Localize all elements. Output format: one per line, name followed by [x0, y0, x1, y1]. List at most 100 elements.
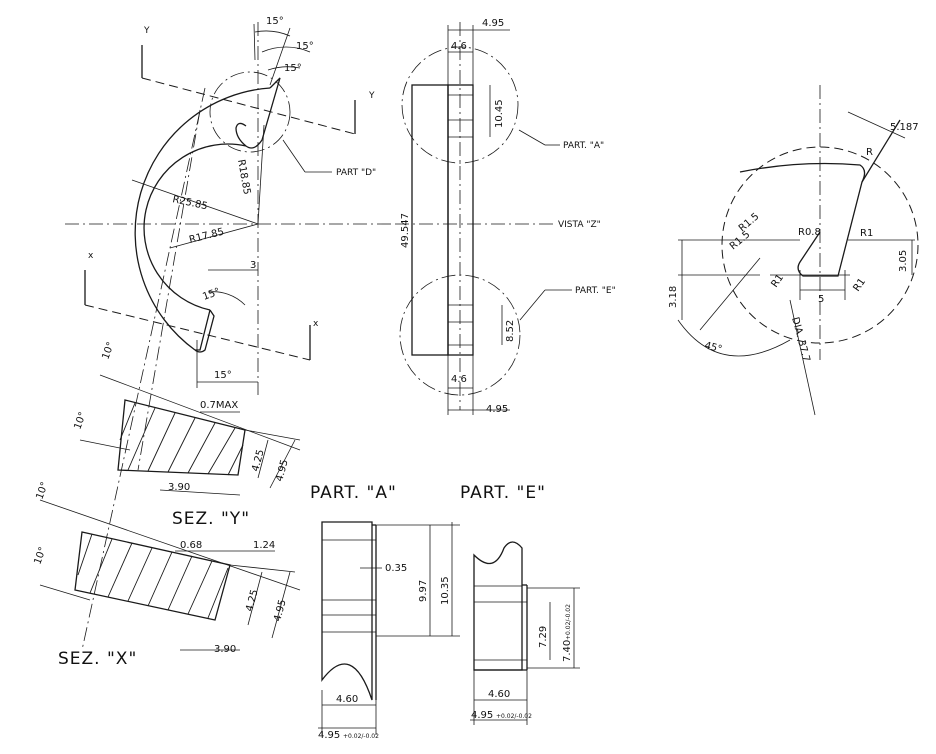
leader-part-e: [519, 289, 546, 321]
detail-d-view: [677, 85, 919, 416]
detail-circle-a: [401, 46, 519, 164]
callout-vista-z: VISTA "Z": [558, 220, 601, 230]
section-y-ray-1: [99, 374, 301, 451]
dim-x10-a: 10°: [34, 481, 50, 501]
dim-pa1035: 10.35: [440, 576, 451, 605]
bottom-end-cap: [194, 309, 215, 353]
part-a-detail: [318, 521, 460, 735]
section-x-ray-2: [39, 584, 91, 601]
arc-angle-c: [267, 66, 301, 71]
dim-r-top: R: [866, 147, 873, 158]
top-notch: [235, 122, 247, 147]
front-view: [65, 22, 395, 651]
section-line-y: [141, 77, 356, 135]
section-y-ray-2: [79, 439, 131, 451]
dim-y425: 4.25: [250, 448, 266, 472]
radius-line-r1785: [169, 223, 259, 249]
top-end: [245, 77, 281, 149]
dim-y07max: 0.7MAX: [200, 400, 238, 411]
leader-part-d: [282, 139, 306, 173]
section-y-outline: [117, 399, 246, 476]
title-sez-y: SEZ. "Y": [172, 509, 250, 529]
dim-r15-b: R1.5: [728, 229, 753, 252]
arc-angle-b: [261, 46, 311, 53]
dim-line-y425: [257, 439, 269, 479]
leader-part-a: [518, 129, 546, 146]
section-y-label-right: Y: [368, 91, 375, 101]
dim-3: 3: [250, 260, 256, 271]
arc-angle-45: [677, 319, 791, 357]
dim-852: 8.52: [505, 320, 516, 342]
radius-line-r1885: [257, 124, 265, 225]
dim-46-top: 4.6: [451, 41, 467, 52]
dim-x390: 3.90: [214, 644, 236, 655]
dim-angle-15-c: 15°: [284, 63, 302, 74]
projection-line-2: [137, 109, 201, 471]
dim-r1885: R18.85: [235, 159, 252, 196]
dim-pe495: 4.95: [471, 710, 493, 721]
dim-pa495: 4.95: [318, 730, 340, 741]
callout-part-a: PART. "A": [563, 141, 604, 151]
dim-y495: 4.95: [274, 458, 290, 482]
dim-lines-top-angles: [253, 23, 291, 86]
dim-angle-15-b: 15°: [296, 41, 314, 52]
side-body: [411, 84, 449, 356]
section-line-x: [84, 304, 311, 361]
dim-1045: 10.45: [494, 99, 505, 128]
arc-angle-d: [207, 291, 246, 306]
dim-pe460: 4.60: [488, 689, 510, 700]
section-y-ext: [244, 429, 301, 441]
dim-r2585: R25.85: [171, 194, 208, 212]
dim-pe729: 7.29: [538, 626, 549, 648]
callout-part-e: PART. "E": [575, 286, 616, 296]
dim-45: 45°: [703, 340, 723, 355]
dim-x124: 1.24: [253, 540, 275, 551]
section-y-label-left: Y: [143, 26, 150, 36]
dim-y10-a: 10°: [100, 341, 116, 361]
title-sez-x: SEZ. "X": [58, 649, 137, 669]
dim-5: 5: [818, 294, 824, 305]
dim-5187: 5.187: [890, 122, 919, 133]
detail-circle-e: [399, 274, 521, 396]
dim-318: 3.18: [668, 286, 679, 308]
dim-pe-tol: +0.02/-0.02: [496, 713, 532, 720]
arc-angle-a: [254, 30, 291, 37]
radius-line-r2585: [131, 179, 259, 225]
detail-circle-d: [209, 71, 291, 153]
side-view: [395, 22, 572, 415]
side-right-strip: [447, 84, 474, 356]
title-part-a: PART. "A": [310, 483, 397, 503]
dim-angle-15-e: 15°: [214, 370, 232, 381]
dim-angle-15-a: 15°: [266, 16, 284, 27]
outer-arc: [134, 87, 271, 351]
dim-pa-tol: +0.02/-0.02: [343, 733, 379, 740]
section-x-label-left: x: [88, 251, 94, 261]
dim-49547: 49.547: [400, 213, 411, 248]
part-a-outline: [321, 521, 373, 701]
detail-d-edge: [861, 119, 901, 183]
dim-dia: DIA. 37.7: [789, 316, 812, 363]
dim-r1-c: R1: [851, 277, 868, 294]
dim-pa460: 4.60: [336, 694, 358, 705]
dim-495-bottom: 4.95: [486, 404, 508, 415]
part-e-detail: [470, 541, 580, 725]
dim-x10-b: 10°: [32, 546, 48, 566]
dim-r1-a: R1: [860, 228, 873, 239]
section-x-label-right: x: [313, 319, 319, 329]
section-x-ext: [229, 564, 296, 573]
dim-line-5187: [847, 111, 906, 139]
dim-305: 3.05: [898, 250, 909, 272]
dim-pe740-tol: +0.02/-0.02: [565, 604, 572, 640]
leader-dia: [789, 299, 816, 416]
dim-line-y390: [159, 489, 241, 496]
dim-x495: 4.95: [272, 598, 288, 622]
part-e-outline: [473, 541, 523, 671]
dim-pa997: 9.97: [418, 580, 429, 602]
detail-d-circle: [721, 146, 919, 344]
dim-pe740: 7.40: [562, 640, 573, 662]
inner-arc: [143, 143, 247, 311]
callout-part-d: PART "D": [336, 168, 376, 178]
section-x-outline: [74, 531, 231, 621]
dim-y10-b: 10°: [72, 411, 88, 431]
